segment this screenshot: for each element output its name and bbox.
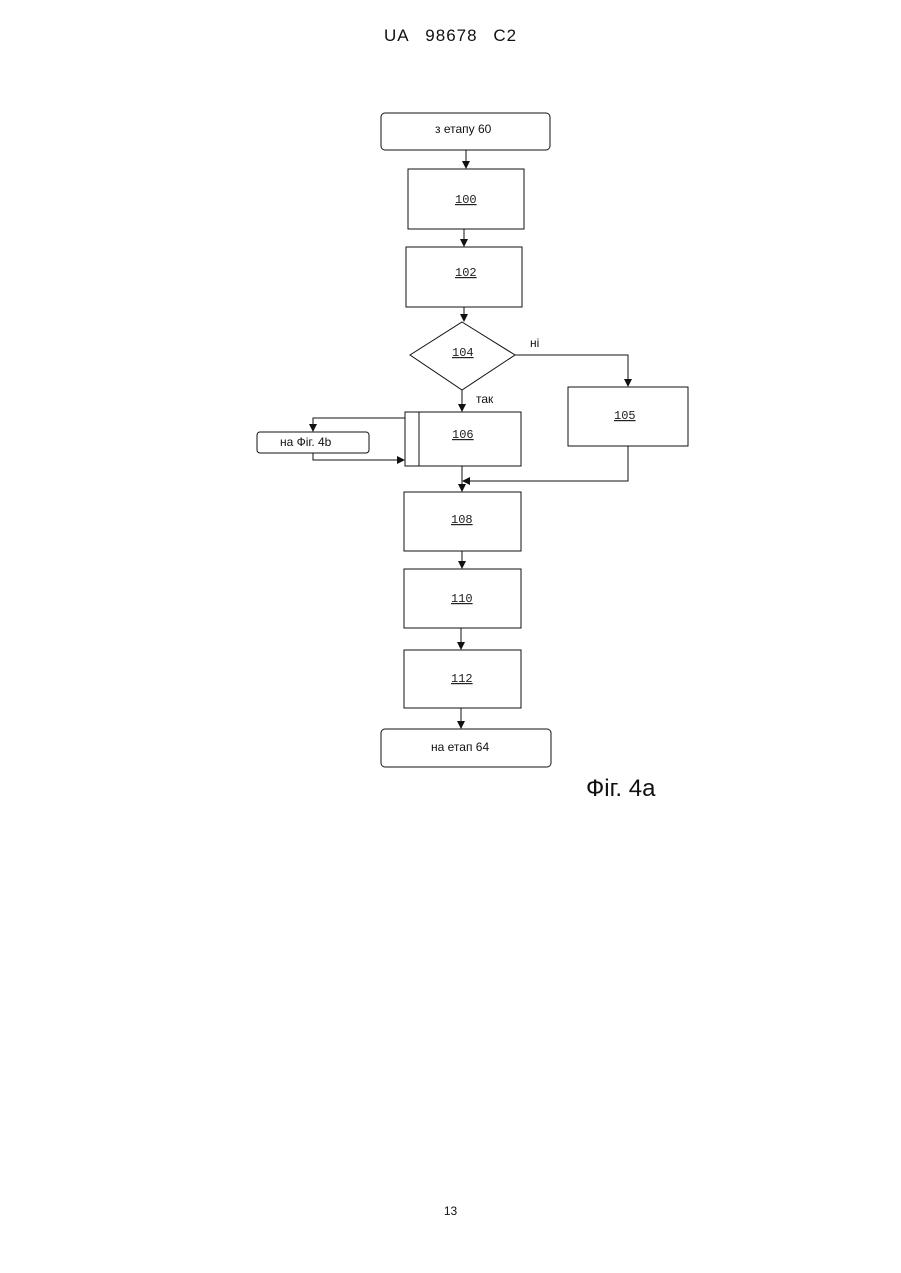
- end-terminal-label: на етап 64: [431, 740, 489, 754]
- start-terminal-label: з етапу 60: [435, 122, 492, 136]
- step-112-label: 112: [451, 672, 473, 686]
- step-106-label: 106: [452, 428, 474, 442]
- offpage-connector-label: на Фіг. 4b: [280, 435, 332, 449]
- step-105-label: 105: [614, 409, 636, 423]
- page-number: 13: [0, 1204, 901, 1218]
- figure-caption: Фіг. 4a: [586, 775, 655, 803]
- edge-106-offpage: [313, 418, 405, 431]
- edge-offpage-106: [313, 453, 404, 460]
- decision-104-label: 104: [452, 346, 474, 360]
- step-110-label: 110: [451, 592, 473, 606]
- step-100-label: 100: [455, 193, 477, 207]
- yes-label: так: [476, 392, 494, 406]
- no-label: ні: [530, 336, 539, 350]
- edge-104-105: [515, 355, 628, 386]
- step-108-label: 108: [451, 513, 473, 527]
- step-102-label: 102: [455, 266, 477, 280]
